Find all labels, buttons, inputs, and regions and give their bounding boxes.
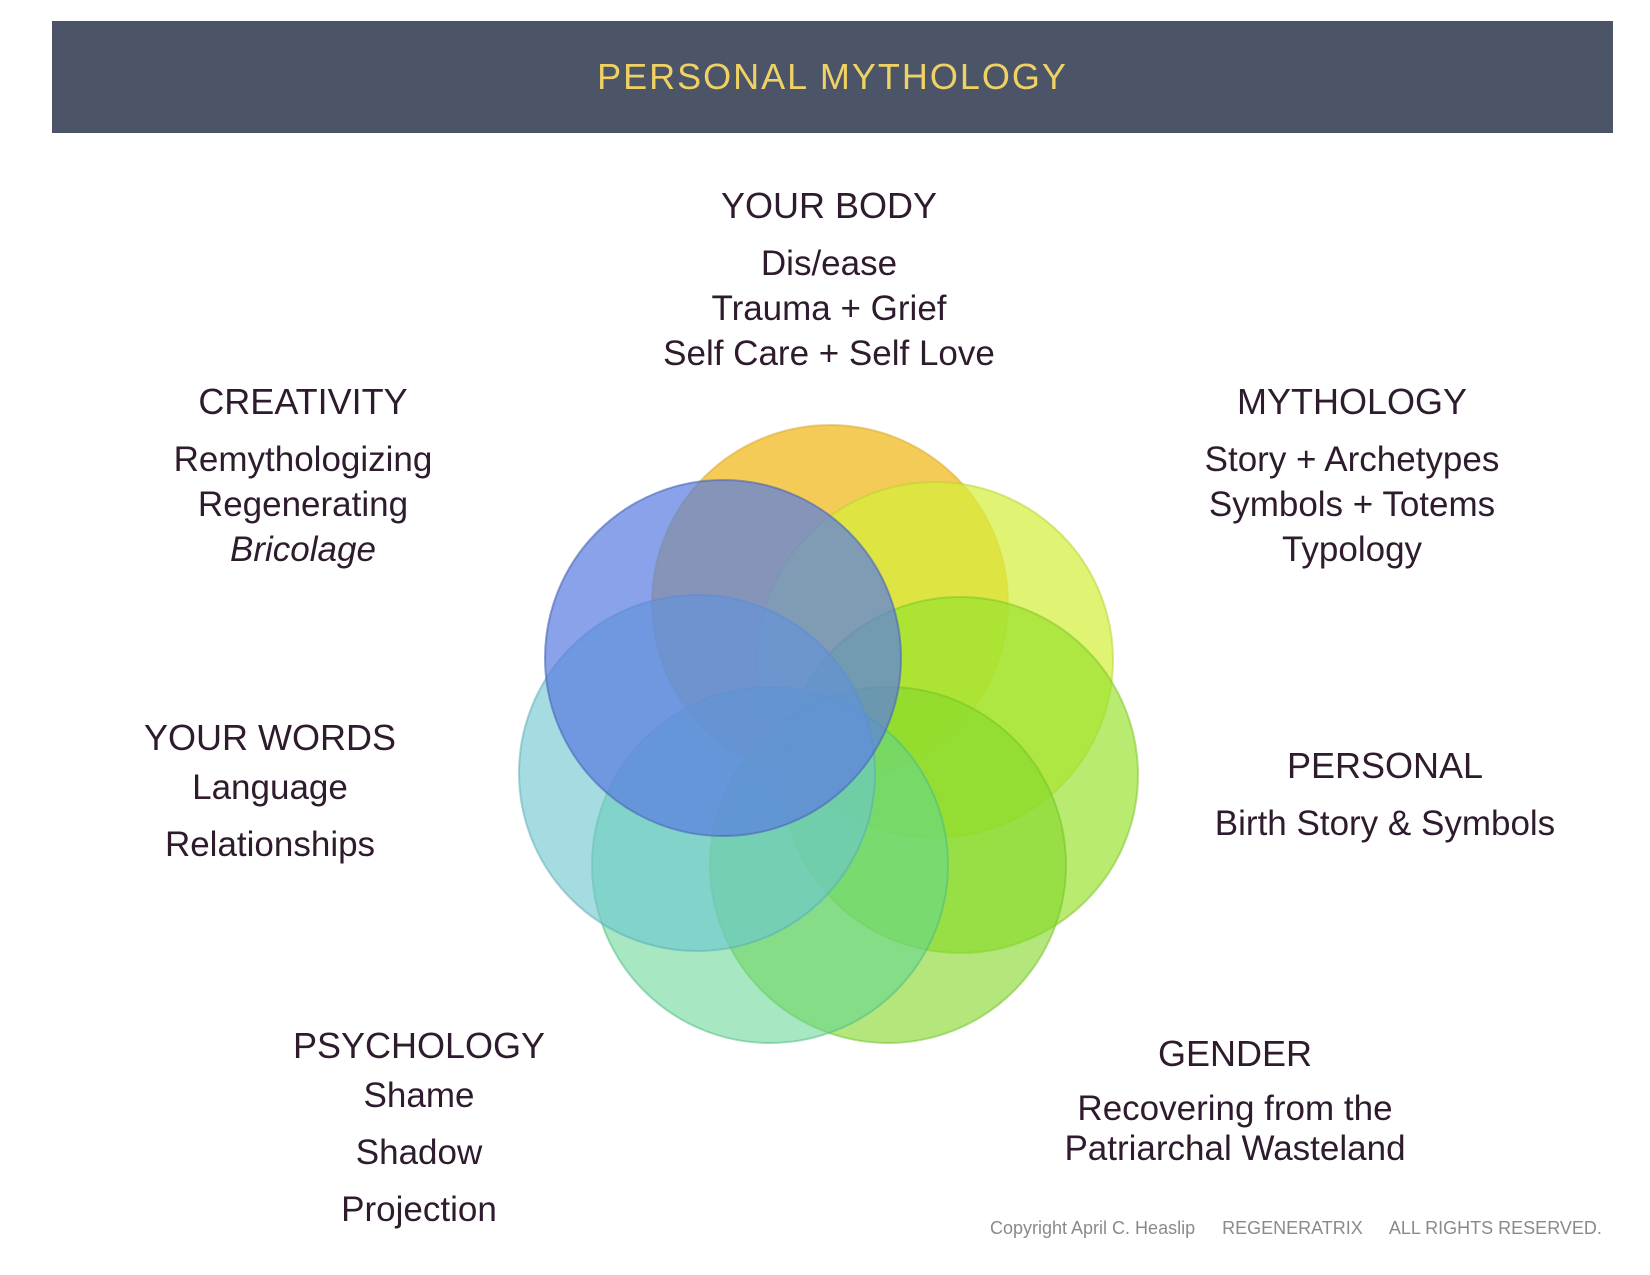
words-item-2: Relationships (164, 825, 376, 865)
group-creativity: CREATIVITY Remythologizing Regenerating … (174, 380, 433, 572)
creativity-item-2: Regenerating (197, 485, 409, 525)
footer: Copyright April C. Heaslip REGENERATRIX … (990, 1218, 1602, 1239)
body-item-2: Trauma + Grief (711, 289, 947, 329)
circle-blue (544, 479, 902, 837)
mythology-item-1: Story + Archetypes (1204, 440, 1500, 480)
mythology-item-2: Symbols + Totems (1208, 485, 1496, 525)
body-item-3: Self Care + Self Love (663, 334, 995, 374)
group-gender: GENDER Recovering from the Patriarchal W… (1064, 1032, 1405, 1169)
heading-gender: GENDER (1157, 1033, 1313, 1074)
psychology-item-2: Shadow (355, 1133, 483, 1173)
rights-text: ALL RIGHTS RESERVED. (1388, 1218, 1602, 1238)
group-mythology: MYTHOLOGY Story + Archetypes Symbols + T… (1205, 380, 1500, 572)
heading-creativity: CREATIVITY (198, 381, 408, 422)
words-item-1: Language (192, 768, 348, 808)
heading-your-body: YOUR BODY (720, 185, 938, 226)
brand-text: REGENERATRIX (1222, 1218, 1363, 1238)
page-title: PERSONAL MYTHOLOGY (597, 56, 1068, 97)
group-psychology: PSYCHOLOGY Shame Shadow Projection (293, 1024, 545, 1238)
header-bar: PERSONAL MYTHOLOGY (52, 21, 1613, 133)
group-personal: PERSONAL Birth Story & Symbols (1215, 744, 1555, 846)
psychology-item-3: Projection (341, 1190, 497, 1230)
gender-item-1: Recovering from the (1077, 1089, 1393, 1129)
gender-item-2: Patriarchal Wasteland (1064, 1129, 1406, 1169)
copyright-text: Copyright April C. Heaslip (990, 1218, 1196, 1238)
group-your-body: YOUR BODY Dis/ease Trauma + Grief Self C… (663, 184, 995, 376)
psychology-item-1: Shame (363, 1076, 475, 1116)
heading-mythology: MYTHOLOGY (1236, 381, 1468, 422)
heading-personal: PERSONAL (1286, 745, 1484, 786)
group-your-words: YOUR WORDS Language Relationships (144, 716, 396, 873)
heading-psychology: PSYCHOLOGY (292, 1025, 546, 1066)
body-item-1: Dis/ease (760, 244, 898, 284)
creativity-item-3: Bricolage (230, 530, 376, 570)
creativity-item-1: Remythologizing (173, 440, 433, 480)
heading-your-words: YOUR WORDS (144, 717, 396, 758)
mythology-item-3: Typology (1281, 530, 1423, 570)
personal-item-1: Birth Story & Symbols (1214, 804, 1556, 844)
